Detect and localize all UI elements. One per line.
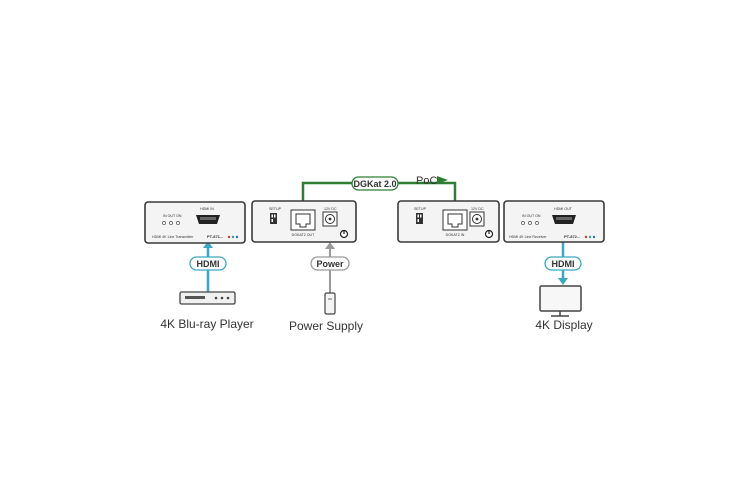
svg-text:HDMI: HDMI (197, 259, 220, 269)
svg-text:PoC: PoC (416, 175, 437, 187)
svg-text:SETUP: SETUP (414, 207, 427, 211)
color-dot (231, 235, 235, 239)
led-indicator (528, 221, 532, 225)
dc-power-jack-icon (322, 211, 338, 227)
dip-switch-icon (416, 213, 423, 224)
hdmi-right-label: HDMI (544, 256, 582, 271)
color-dot (592, 235, 596, 239)
dgkat-cable-label: DGKat 2.0 (351, 176, 399, 191)
arrow-up-icon (325, 242, 335, 249)
transmitter-front-panel: HDMI IN IN OUT ON HDMI 4K Line Transmitt… (144, 201, 246, 244)
arrow-up-icon (203, 241, 213, 248)
led-indicator (169, 221, 173, 225)
receiver-back-panel: SETUP DGKAT2 IN 12V DC (397, 200, 500, 243)
color-dot (588, 235, 592, 239)
power-supply-plug-icon (324, 292, 336, 315)
poc-label: PoC (416, 175, 448, 187)
svg-text:Power: Power (316, 259, 344, 269)
power-caption: Power Supply (289, 319, 363, 333)
led-indicator (535, 221, 539, 225)
power-symbol-icon (339, 229, 349, 239)
svg-text:DGKat 2.0: DGKat 2.0 (353, 179, 396, 189)
svg-text:12V DC: 12V DC (471, 207, 484, 211)
rj45-port-icon (442, 209, 468, 231)
svg-text:12V DC: 12V DC (324, 207, 337, 211)
hdmi-port-icon (196, 215, 220, 224)
svg-text:PT-871...: PT-871... (207, 234, 223, 239)
display-caption: 4K Display (535, 318, 592, 332)
svg-text:IN OUT ON: IN OUT ON (522, 214, 541, 218)
color-dot (227, 235, 231, 239)
svg-text:HDMI OUT: HDMI OUT (554, 207, 573, 211)
led-indicator (162, 221, 166, 225)
led-indicator (176, 221, 180, 225)
svg-text:DGKAT2 OUT: DGKAT2 OUT (292, 233, 316, 237)
dc-power-jack-icon (469, 211, 485, 227)
color-dot (584, 235, 588, 239)
power-cable-label: Power (310, 256, 350, 271)
power-symbol-icon (484, 229, 494, 239)
svg-text:HDMI 4K Line Transmitter: HDMI 4K Line Transmitter (152, 235, 194, 239)
blu-ray-player-icon (179, 291, 236, 305)
source-caption: 4K Blu-ray Player (160, 317, 253, 331)
color-dot (235, 235, 239, 239)
led-indicator (521, 221, 525, 225)
svg-text:HDMI: HDMI (552, 259, 575, 269)
svg-text:SETUP: SETUP (269, 207, 282, 211)
svg-text:PT-872...: PT-872... (564, 234, 580, 239)
hdmi-port-icon (552, 215, 576, 224)
svg-text:HDMI IN: HDMI IN (200, 207, 214, 211)
svg-text:DGKAT2 IN: DGKAT2 IN (446, 233, 465, 237)
transmitter-back-panel: SETUP DGKAT2 OUT 12V DC (251, 200, 357, 243)
hdmi-left-label: HDMI (189, 256, 227, 271)
svg-text:IN OUT ON: IN OUT ON (163, 214, 182, 218)
svg-text:HDMI 4K Line Receiver: HDMI 4K Line Receiver (509, 235, 547, 239)
poc-arrow-icon (437, 176, 448, 184)
display-monitor-icon (539, 285, 582, 317)
dip-switch-icon (270, 213, 277, 224)
receiver-front-panel: HDMI OUT IN OUT ON HDMI 4K Line Receiver… (503, 200, 605, 243)
rj45-port-icon (290, 209, 316, 231)
arrow-down-icon (558, 278, 568, 285)
